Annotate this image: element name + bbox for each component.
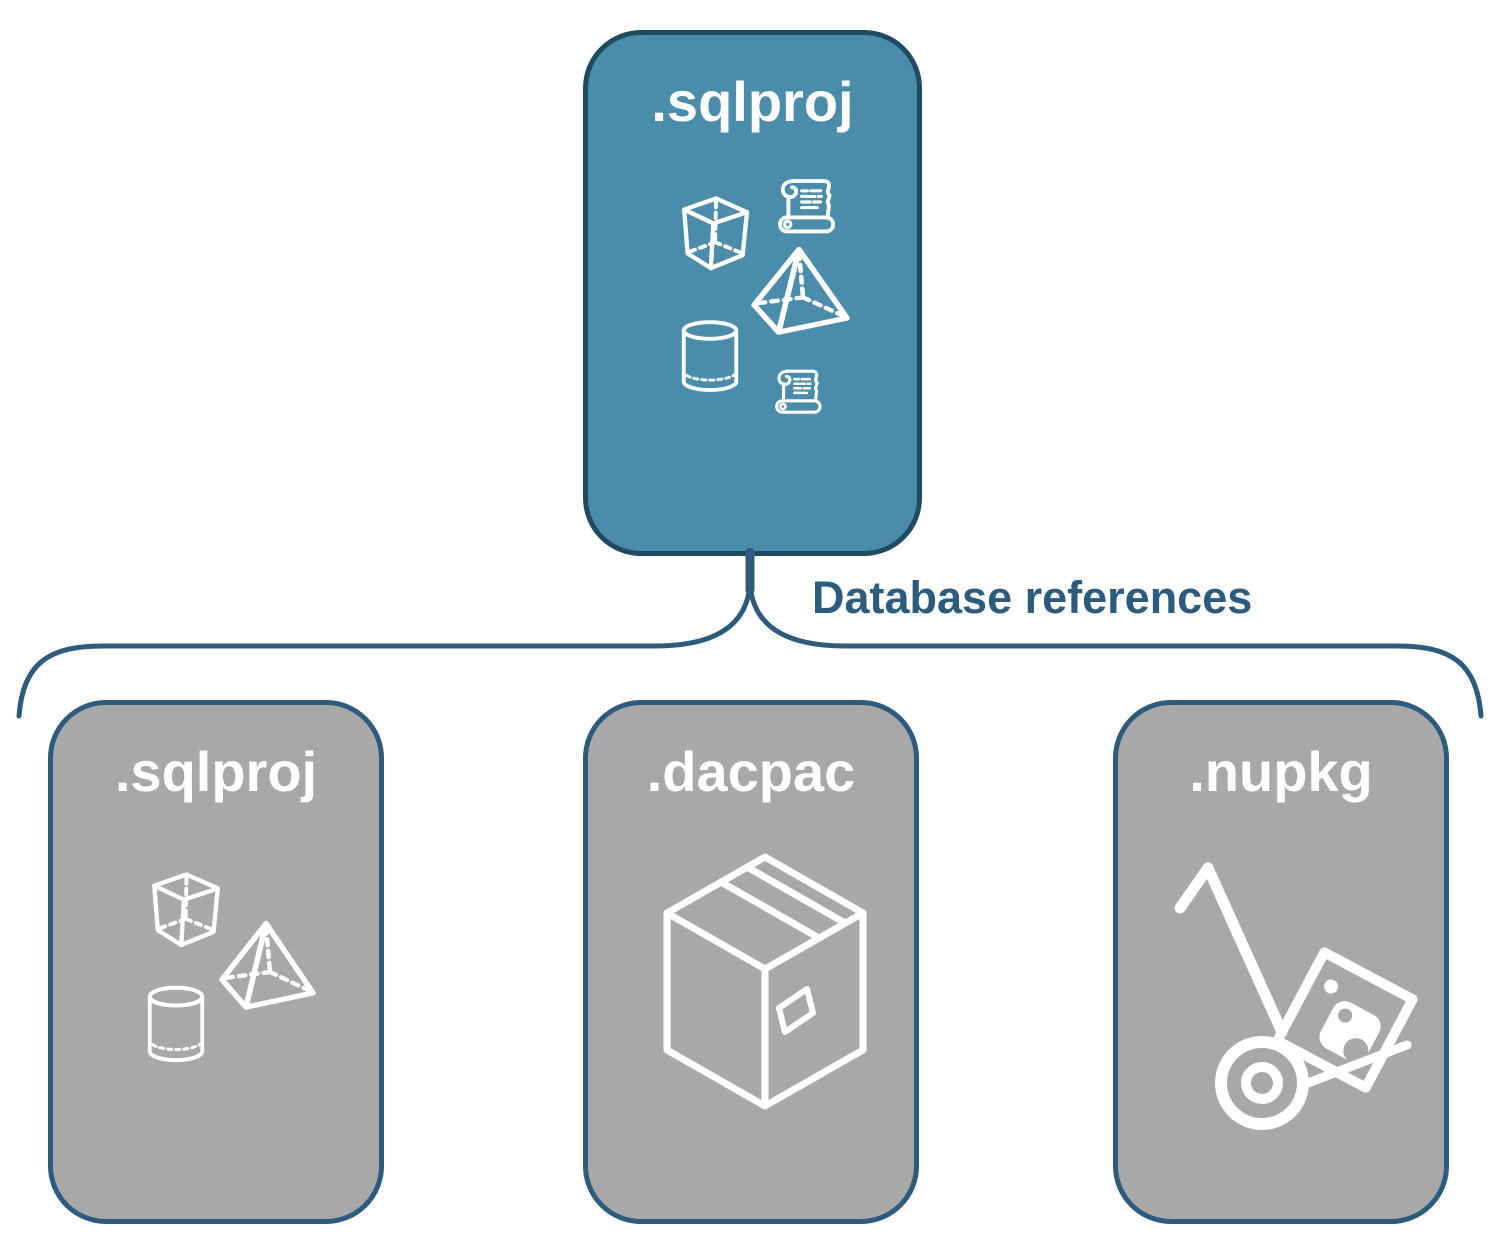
pyramid-icon xyxy=(216,915,316,1010)
node-title: .sqlproj xyxy=(651,70,854,133)
pyramid-icon xyxy=(748,241,850,335)
package-box-icon xyxy=(663,853,867,1110)
scroll-icon xyxy=(775,369,822,414)
node-sqlproj-top: .sqlproj xyxy=(583,30,922,556)
cube-icon xyxy=(673,195,759,281)
nuget-hand-truck-icon xyxy=(1174,862,1418,1130)
scroll-icon xyxy=(778,179,836,234)
node-dacpac: .dacpac xyxy=(583,700,919,1224)
brace-connector xyxy=(16,548,1484,719)
connector-label: Database references xyxy=(812,572,1253,623)
node-title: .sqlproj xyxy=(114,740,318,803)
node-sqlproj-child: .sqlproj xyxy=(48,700,384,1224)
cylinder-icon xyxy=(144,985,208,1067)
cylinder-icon xyxy=(681,320,739,392)
node-title: .dacpac xyxy=(646,740,856,803)
node-nupkg: .nupkg xyxy=(1113,700,1449,1224)
node-title: .nupkg xyxy=(1189,740,1373,803)
